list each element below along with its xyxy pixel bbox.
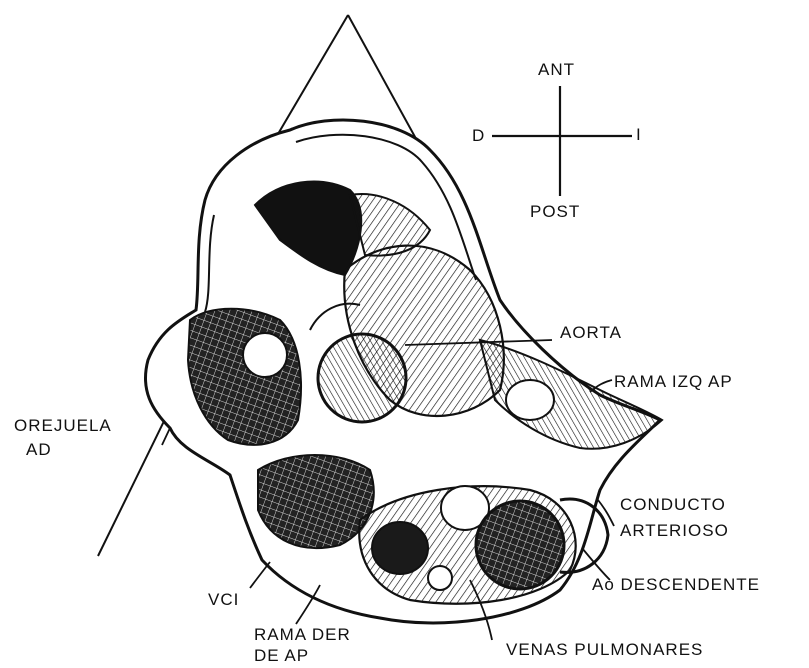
d-label: D [472,126,485,146]
orejuela-label-line1: OREJUELA [14,416,112,436]
orejuela-label-line2: AD [26,440,52,460]
vci-label: VCI [208,590,239,610]
venas-pulmonares-label: VENAS PULMONARES [506,640,703,660]
i-label: I [636,125,642,145]
rama-izq-ap-label: RAMA IZQ AP [614,372,733,392]
aorta-label: AORTA [560,323,622,343]
rama-der-label-line2: DE AP [254,646,309,666]
rama-der-label-line1: RAMA DER [254,625,351,645]
post-label: POST [530,202,580,222]
ao-descendente-label: Ao DESCENDENTE [592,575,760,595]
orientation-cross [492,86,632,196]
conducto-label-line1: CONDUCTO [620,495,726,515]
ant-label: ANT [538,60,575,80]
conducto-label-line2: ARTERIOSO [620,521,729,541]
